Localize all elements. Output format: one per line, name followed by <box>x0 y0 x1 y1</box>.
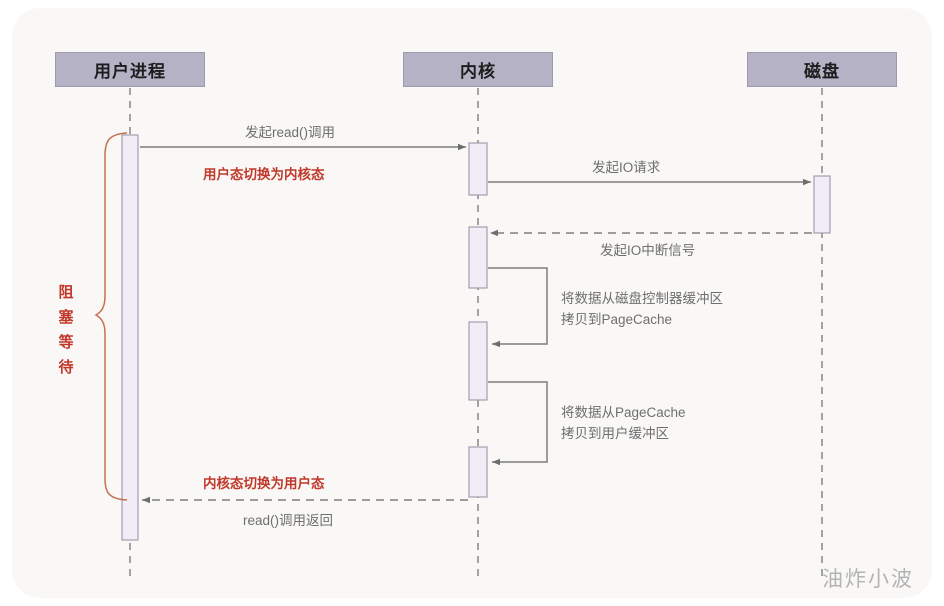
blocking-brace <box>94 132 128 501</box>
activation-disk <box>813 175 831 234</box>
blocking-wait-char: 等 <box>58 334 74 351</box>
blocking-wait-label: 阻塞等待 <box>55 280 77 380</box>
diagram-card <box>12 8 932 598</box>
blocking-wait-char: 待 <box>58 359 74 376</box>
participant-user-process[interactable]: 用户进程 <box>55 52 205 87</box>
message-label-io-request: 发起IO请求 <box>592 160 661 175</box>
note-kernel-to-user-mode: 内核态切换为用户态 <box>203 476 325 491</box>
blocking-wait-char: 塞 <box>58 309 74 326</box>
message-arrows <box>140 143 812 504</box>
message-label-io-interrupt: 发起IO中断信号 <box>600 243 696 258</box>
activation-user <box>121 134 139 541</box>
activation-bars <box>121 134 831 541</box>
message-label-read-return: read()调用返回 <box>243 513 334 528</box>
message-label-copy-to-pagecache: 将数据从磁盘控制器缓冲区 拷贝到PageCache <box>561 291 723 327</box>
watermark: 油炸小波 <box>822 567 914 591</box>
participant-kernel-label: 内核 <box>460 62 496 81</box>
message-arrow-self-copy-userbuffer <box>488 381 548 466</box>
participant-user-process-label: 用户进程 <box>94 62 166 81</box>
participant-disk[interactable]: 磁盘 <box>747 52 897 87</box>
activation-kernel-4 <box>468 446 488 498</box>
activation-kernel-2 <box>468 226 488 289</box>
message-arrow-self-copy-pagecache <box>488 267 548 348</box>
blocking-wait-char: 阻 <box>58 284 74 301</box>
activation-kernel-3 <box>468 321 488 401</box>
message-label-copy-to-userbuffer: 将数据从PageCache 拷贝到用户缓冲区 <box>561 405 686 441</box>
activation-kernel-1 <box>468 142 488 196</box>
participant-kernel[interactable]: 内核 <box>403 52 553 87</box>
message-label-read-call: 发起read()调用 <box>245 125 336 140</box>
note-user-to-kernel-mode: 用户态切换为内核态 <box>203 167 325 182</box>
participant-disk-label: 磁盘 <box>804 62 840 81</box>
